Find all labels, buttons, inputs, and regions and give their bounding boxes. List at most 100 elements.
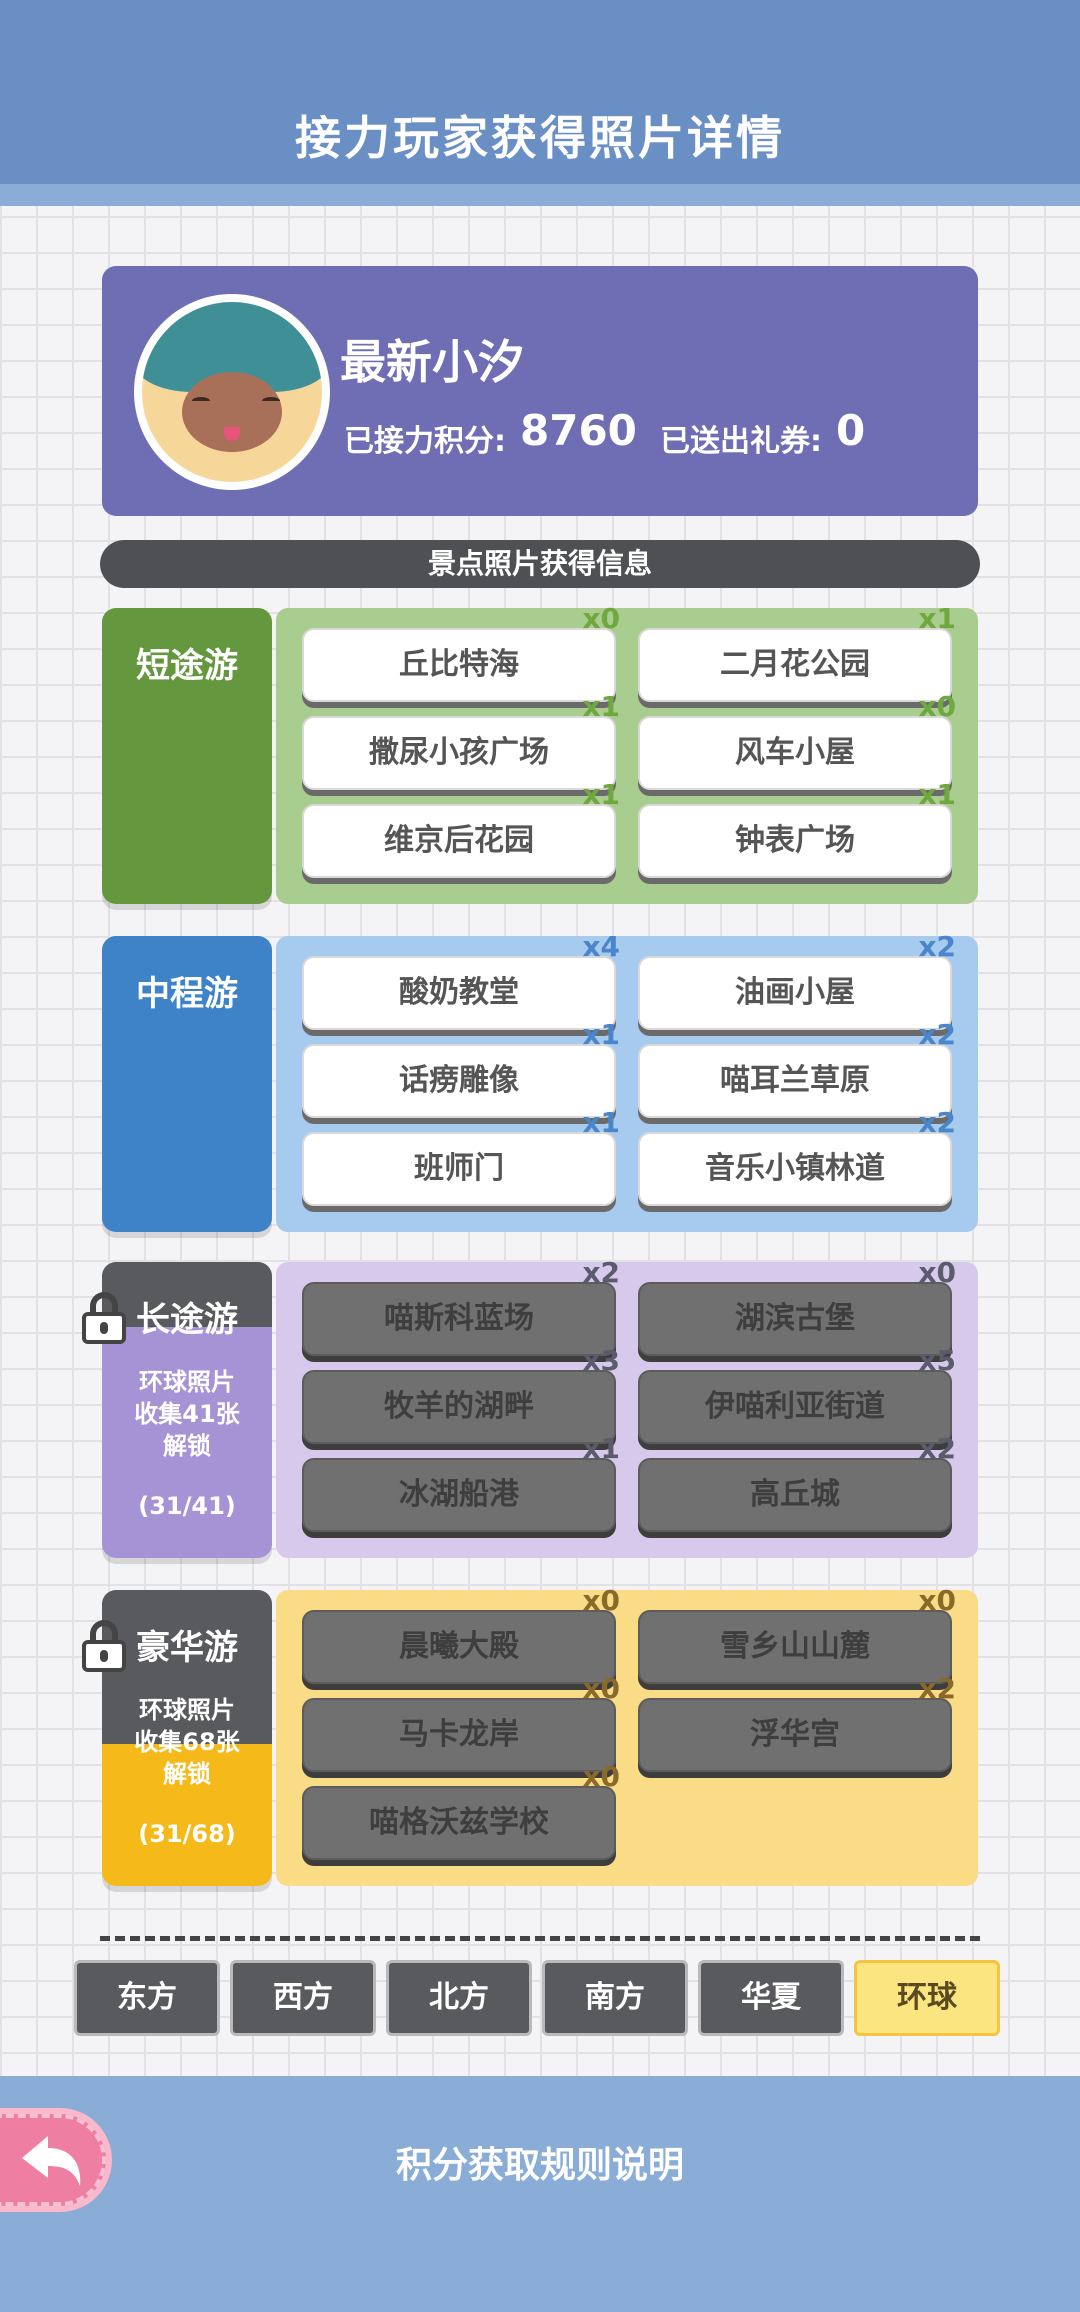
photo-spot-label: 话痨雕像 — [399, 1063, 519, 1098]
photo-spot-item[interactable]: 喵耳兰草原 x2 — [638, 1020, 956, 1118]
photo-count-badge: x2 — [582, 1256, 620, 1289]
photo-spot-label: 二月花公园 — [720, 647, 870, 682]
region-tab-2[interactable]: 北方 — [386, 1960, 532, 2036]
unlock-condition-text: 环球照片 — [139, 1696, 235, 1724]
photo-spot-item[interactable]: 二月花公园 x1 — [638, 604, 956, 702]
player-name: 最新小汐 — [340, 335, 524, 389]
photo-spot-label: 钟表广场 — [735, 823, 855, 858]
photo-spot-label: 酸奶教堂 — [399, 975, 519, 1010]
photo-count-badge: x2 — [918, 1018, 956, 1051]
unlock-condition-text: 解锁 — [163, 1760, 211, 1788]
divider — [100, 1936, 980, 1941]
section-title: 景点照片获得信息 — [100, 540, 980, 588]
photo-spot-item[interactable]: 牧羊的湖畔 x3 — [302, 1346, 620, 1444]
photo-spot-label: 喵耳兰草原 — [720, 1063, 870, 1098]
group-tab — [102, 608, 272, 904]
header-bar: 接力玩家获得照片详情 — [0, 0, 1080, 206]
photo-spot-label: 撒尿小孩广场 — [369, 735, 549, 770]
region-tab-5[interactable]: 环球 — [854, 1960, 1000, 2036]
region-tab-0[interactable]: 东方 — [74, 1960, 220, 2036]
player-profile-card: 最新小汐 已接力积分: 8760 已送出礼券: 0 — [102, 266, 978, 516]
gift-label: 已送出礼券: — [660, 424, 822, 459]
photo-count-badge: x0 — [918, 1256, 956, 1289]
group-tab — [102, 1262, 272, 1558]
photo-group-2: 长途游环球照片收集41张解锁 (31/41) 喵斯科蓝场 x2 湖滨古堡 x0 牧羊的湖畔 x… — [82, 1258, 978, 1558]
avatar — [134, 294, 330, 490]
back-button[interactable] — [0, 2108, 112, 2212]
back-arrow-icon — [22, 2136, 81, 2186]
photo-spot-item[interactable]: 马卡龙岸 x0 — [302, 1674, 620, 1772]
points-rules-link[interactable]: 积分获取规则说明 — [395, 2145, 684, 2186]
lock-icon — [80, 1620, 128, 1672]
photo-spot-item[interactable]: 高丘城 x2 — [638, 1434, 956, 1532]
photo-spot-label: 喵斯科蓝场 — [384, 1301, 534, 1336]
photo-spot-label: 湖滨古堡 — [735, 1301, 855, 1336]
photo-spot-item[interactable]: 伊喵利亚街道 x5 — [638, 1346, 956, 1444]
photo-spot-label: 牧羊的湖畔 — [384, 1389, 534, 1424]
photo-spot-label: 维京后花园 — [384, 823, 534, 858]
photo-count-badge: x1 — [582, 1018, 620, 1051]
photo-spot-item[interactable]: 湖滨古堡 x0 — [638, 1258, 956, 1356]
photo-count-badge: x2 — [918, 1432, 956, 1465]
photo-count-badge: x1 — [582, 1432, 620, 1465]
photo-spot-label: 音乐小镇林道 — [705, 1151, 885, 1186]
group-tab — [102, 1590, 272, 1886]
photo-spot-item[interactable]: 维京后花园 x1 — [302, 780, 620, 878]
photo-count-badge: x1 — [918, 602, 956, 635]
relay-points-label: 已接力积分: — [344, 424, 506, 459]
photo-spot-label: 晨曦大殿 — [399, 1629, 519, 1664]
region-tab-3[interactable]: 南方 — [542, 1960, 688, 2036]
photo-spot-item[interactable]: 冰湖船港 x1 — [302, 1434, 620, 1532]
photo-spot-item[interactable]: 雪乡山山麓 x0 — [638, 1586, 956, 1684]
photo-spot-label: 伊喵利亚街道 — [705, 1389, 885, 1424]
unlock-progress: (31/68) — [138, 1820, 236, 1848]
unlock-progress: (31/41) — [138, 1492, 236, 1520]
photo-count-badge: x0 — [918, 690, 956, 723]
photo-spot-item[interactable]: 钟表广场 x1 — [638, 780, 956, 878]
photo-spot-label: 雪乡山山麓 — [720, 1629, 870, 1664]
unlock-condition-text: 收集68张 — [134, 1728, 240, 1756]
photo-spot-item[interactable]: 话痨雕像 x1 — [302, 1020, 620, 1118]
photo-count-badge: x3 — [582, 1344, 620, 1377]
unlock-condition-text: 环球照片 — [139, 1368, 235, 1396]
photo-spot-item[interactable]: 喵斯科蓝场 x2 — [302, 1258, 620, 1356]
unlock-condition-text: 收集41张 — [134, 1400, 240, 1428]
group-title: 豪华游 — [136, 1628, 238, 1668]
photo-count-badge: x0 — [582, 1760, 620, 1793]
photo-spot-item[interactable]: 撒尿小孩广场 x1 — [302, 692, 620, 790]
footer-bar: 积分获取规则说明 — [0, 2076, 1080, 2312]
photo-count-badge: x0 — [918, 1584, 956, 1617]
photo-count-badge: x2 — [918, 930, 956, 963]
photo-count-badge: x5 — [918, 1344, 956, 1377]
relay-points-value: 8760 — [520, 406, 637, 455]
region-tab-4[interactable]: 华夏 — [698, 1960, 844, 2036]
group-tab — [102, 936, 272, 1232]
photo-spot-label: 冰湖船港 — [399, 1477, 519, 1512]
photo-spot-label: 高丘城 — [750, 1477, 840, 1512]
group-title: 短途游 — [136, 646, 238, 686]
group-title: 长途游 — [136, 1300, 238, 1340]
photo-count-badge: x1 — [918, 778, 956, 811]
gift-value: 0 — [836, 406, 866, 455]
photo-spot-label: 马卡龙岸 — [399, 1717, 519, 1752]
group-title: 中程游 — [136, 974, 238, 1014]
region-tab-1[interactable]: 西方 — [230, 1960, 376, 2036]
photo-spot-label: 丘比特海 — [399, 647, 519, 682]
unlock-condition-text: 解锁 — [163, 1432, 211, 1460]
photo-count-badge: x1 — [582, 1106, 620, 1139]
photo-count-badge: x1 — [582, 690, 620, 723]
photo-spot-label: 浮华宫 — [750, 1717, 840, 1752]
photo-count-badge: x1 — [582, 778, 620, 811]
photo-count-badge: x0 — [582, 1672, 620, 1705]
